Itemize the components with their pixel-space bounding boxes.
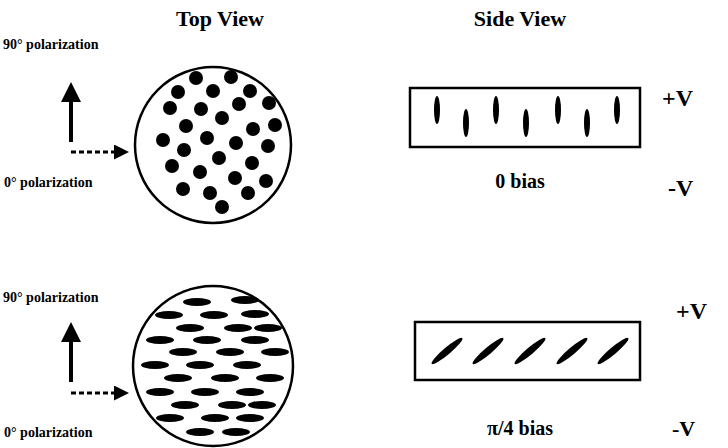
molecule-dot bbox=[179, 119, 193, 133]
molecule-ellipse bbox=[191, 388, 219, 396]
molecule-ellipse bbox=[261, 348, 289, 356]
molecule-dot bbox=[193, 165, 207, 179]
molecule-ellipse bbox=[233, 361, 261, 369]
bias-label: π/4 bias bbox=[487, 418, 553, 438]
molecule-ellipse bbox=[595, 335, 630, 366]
molecule-ellipse bbox=[236, 414, 264, 422]
molecule-ellipse bbox=[186, 361, 214, 369]
molecule-ellipse bbox=[241, 310, 269, 318]
voltage-label: +V bbox=[662, 86, 693, 110]
molecule-dot bbox=[262, 96, 276, 110]
molecule-dot bbox=[200, 131, 214, 145]
molecule-dot bbox=[215, 111, 229, 125]
polarization-arrow bbox=[69, 86, 73, 142]
polarization-arrow bbox=[69, 326, 73, 382]
voltage-label: -V bbox=[672, 418, 695, 440]
view-heading: Side View bbox=[474, 8, 566, 30]
top-view-circle bbox=[135, 67, 291, 223]
voltage-label: -V bbox=[668, 176, 693, 200]
molecule-ellipse bbox=[470, 335, 505, 366]
molecule-ellipse bbox=[218, 401, 246, 409]
molecule-ellipse bbox=[146, 336, 174, 344]
molecule-dot bbox=[163, 101, 177, 115]
molecule-dot bbox=[194, 102, 208, 116]
molecule-ellipse bbox=[164, 374, 192, 382]
voltage-label: +V bbox=[676, 299, 707, 323]
molecule-dot bbox=[206, 84, 220, 98]
molecule-ellipse bbox=[493, 96, 499, 124]
molecule-ellipse bbox=[429, 335, 464, 366]
molecule-ellipse bbox=[171, 401, 199, 409]
polarization-arrow bbox=[71, 151, 126, 154]
molecule-ellipse bbox=[241, 336, 269, 344]
molecule-ellipse bbox=[201, 414, 229, 422]
molecule-ellipse bbox=[193, 336, 221, 344]
polarization-arrow bbox=[71, 392, 126, 395]
molecule-dot bbox=[203, 186, 217, 200]
molecule-dot bbox=[261, 139, 275, 153]
side-view-cell bbox=[410, 88, 640, 147]
molecule-dot bbox=[268, 118, 282, 132]
top-view-circle bbox=[133, 286, 293, 446]
molecule-dot bbox=[215, 200, 229, 214]
molecule-dot bbox=[177, 143, 191, 157]
molecule-ellipse bbox=[224, 324, 252, 332]
side-view-cell bbox=[415, 322, 640, 380]
molecule-ellipse bbox=[434, 96, 440, 124]
molecule-ellipse bbox=[463, 109, 469, 137]
molecule-ellipse bbox=[183, 298, 211, 306]
molecule-dot bbox=[232, 97, 246, 111]
molecule-ellipse bbox=[231, 296, 259, 304]
molecule-dot bbox=[171, 85, 185, 99]
molecule-ellipse bbox=[141, 361, 169, 369]
molecule-dot bbox=[228, 171, 242, 185]
molecule-ellipse bbox=[584, 109, 590, 137]
molecule-dot bbox=[156, 133, 170, 147]
molecule-ellipse bbox=[169, 348, 197, 356]
polarization-label: 90° polarization bbox=[3, 291, 98, 305]
molecule-ellipse bbox=[614, 96, 620, 124]
molecule-ellipse bbox=[156, 414, 184, 422]
molecule-dot bbox=[241, 186, 255, 200]
molecule-dot bbox=[165, 159, 179, 173]
molecule-ellipse bbox=[186, 428, 214, 436]
polarization-label: 90° polarization bbox=[3, 38, 98, 52]
molecule-ellipse bbox=[200, 311, 228, 319]
molecule-ellipse bbox=[512, 335, 547, 366]
bias-label: 0 bias bbox=[495, 171, 544, 191]
polarization-label: 0° polarization bbox=[4, 176, 92, 190]
molecule-dot bbox=[176, 182, 190, 196]
molecule-ellipse bbox=[211, 374, 239, 382]
molecule-ellipse bbox=[155, 311, 183, 319]
molecule-ellipse bbox=[216, 348, 244, 356]
molecule-ellipse bbox=[236, 388, 264, 396]
molecule-dot bbox=[259, 174, 273, 188]
molecule-dot bbox=[189, 71, 203, 85]
molecule-ellipse bbox=[523, 109, 529, 137]
molecule-ellipse bbox=[146, 388, 174, 396]
molecule-ellipse bbox=[256, 374, 284, 382]
polarization-label: 0° polarization bbox=[4, 426, 92, 440]
molecule-ellipse bbox=[254, 324, 282, 332]
molecule-dot bbox=[243, 84, 257, 98]
molecule-ellipse bbox=[248, 401, 276, 409]
molecule-ellipse bbox=[176, 324, 204, 332]
molecule-dot bbox=[246, 122, 260, 136]
molecule-dot bbox=[224, 70, 238, 84]
molecule-dot bbox=[212, 151, 226, 165]
molecule-ellipse bbox=[222, 428, 250, 436]
molecule-ellipse bbox=[555, 96, 561, 124]
molecule-ellipse bbox=[554, 335, 589, 366]
view-heading: Top View bbox=[176, 8, 264, 30]
molecule-dot bbox=[229, 136, 243, 150]
molecule-dot bbox=[245, 156, 259, 170]
